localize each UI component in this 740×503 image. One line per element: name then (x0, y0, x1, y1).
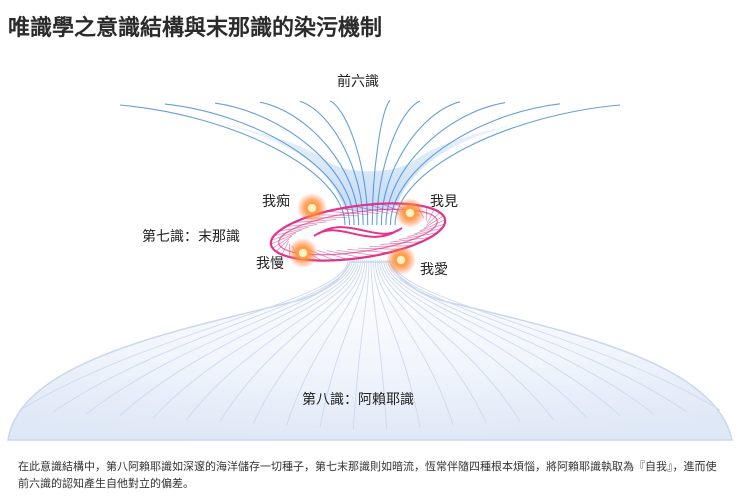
vortex-strand (347, 248, 389, 254)
vortex-strand (426, 212, 441, 226)
alaya-mound (7, 261, 733, 441)
vortex-strand (271, 229, 302, 241)
alaya-flow-lines (19, 259, 721, 430)
vortex-strand (354, 205, 390, 214)
flow-line (53, 259, 351, 413)
node-my-ignorance (297, 193, 327, 223)
flow-line (389, 259, 687, 413)
vortex-strand (285, 221, 327, 228)
flow-line (374, 259, 454, 426)
label-affliction-2: 我見 (430, 194, 458, 210)
vortex-strand (336, 249, 376, 256)
vortex-strand (272, 235, 293, 249)
label-seventh-consciousness: 第七識：末那識 (142, 228, 240, 245)
vortex-ring (278, 208, 438, 256)
flow-line (164, 103, 351, 226)
consciousness-diagram: 前六識 第七識：末那識 第八識：阿賴耶識 我痴 我見 我慢 我愛 (7, 73, 733, 441)
vortex-strand (270, 232, 297, 245)
label-six-consciousness: 前六識 (337, 73, 379, 90)
flow-line (376, 259, 488, 424)
vortex-strand (278, 224, 318, 232)
flow-line (391, 259, 721, 411)
vortex-strand (389, 236, 431, 243)
vortex-strand (419, 219, 446, 232)
flow-line (186, 259, 359, 420)
flow-line (381, 259, 554, 420)
label-affliction-1: 我痴 (262, 194, 290, 210)
label-affliction-4: 我愛 (420, 262, 448, 278)
flow-line (214, 102, 355, 226)
caption: 在此意識結構中，第八阿賴耶識如深邃的海洋儲存一切種子，第七末那識則如暗流，恆常伴… (18, 460, 717, 490)
flow-line (383, 259, 587, 418)
flow-line (329, 100, 369, 226)
vortex-strand (317, 250, 349, 260)
node-my-conceit (288, 238, 318, 268)
vortex-strand (327, 210, 369, 216)
manas-vortex (269, 202, 447, 262)
flow-line (372, 259, 421, 428)
vortex-strand (379, 241, 423, 245)
six-consciousness-flow-lines (119, 100, 621, 226)
flow-line (319, 259, 368, 428)
flow-line (387, 259, 654, 415)
flow-line (86, 259, 353, 415)
affliction-nodes (288, 193, 425, 275)
flow-line (352, 259, 370, 430)
flow-line (371, 100, 391, 226)
flow-line (380, 101, 461, 226)
flow-line (286, 259, 366, 426)
vortex-strand (407, 227, 443, 238)
vortex-strand (273, 226, 309, 237)
label-affliction-3: 我慢 (256, 255, 284, 272)
flow-line (119, 259, 355, 417)
flow-line (252, 259, 364, 424)
flow-line (153, 259, 357, 418)
flow-line (19, 259, 349, 411)
vortex-strand (326, 250, 362, 259)
flow-line (378, 259, 521, 422)
flow-line (370, 259, 388, 430)
vortex-strand (423, 215, 444, 229)
vortex-strand (414, 223, 445, 235)
node-my-love (386, 245, 416, 275)
flow-line (219, 259, 362, 422)
flow-line (376, 100, 421, 226)
vortex-strand (425, 206, 427, 221)
flow-line (385, 259, 621, 417)
flow-line (385, 102, 506, 226)
vortex-strand (427, 209, 435, 223)
label-eighth-consciousness: 第八識：阿賴耶識 (302, 391, 414, 408)
vortex-strand (275, 238, 290, 252)
six-consciousness-funnel (120, 108, 620, 210)
vortex-strand (340, 208, 380, 215)
vortex-strand (398, 232, 438, 240)
vortex-strand (367, 204, 399, 214)
page-title: 唯識學之意識結構與末那識的染污機制 (8, 16, 383, 41)
vortex-strand (281, 241, 289, 255)
node-my-view (395, 198, 425, 228)
flow-line (119, 104, 346, 226)
vortex-swirl (313, 229, 399, 238)
